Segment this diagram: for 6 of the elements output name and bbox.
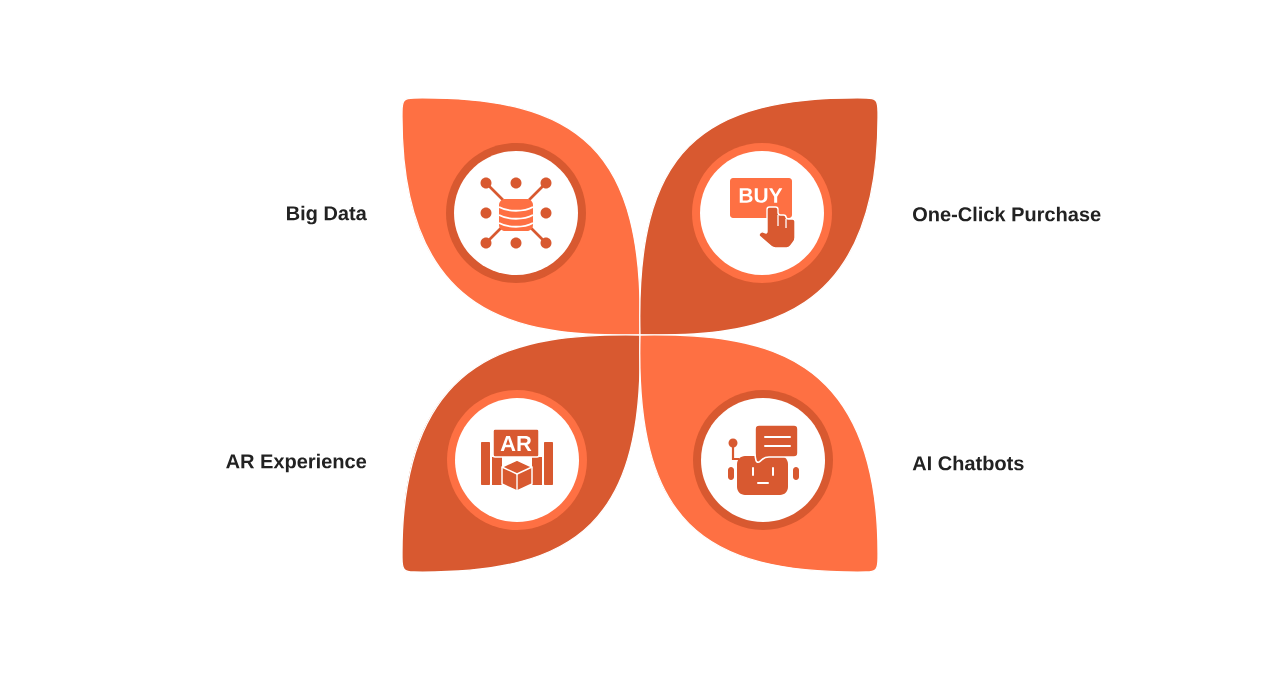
item-label: Big Data [287, 205, 367, 225]
item-label: AR Experience [226, 453, 367, 473]
item-label: One-Click Purchase [913, 206, 1101, 222]
icon-text: BUY [739, 188, 783, 203]
item-label: AI Chatbots [912, 455, 1024, 471]
icon-text: AR [500, 435, 532, 452]
